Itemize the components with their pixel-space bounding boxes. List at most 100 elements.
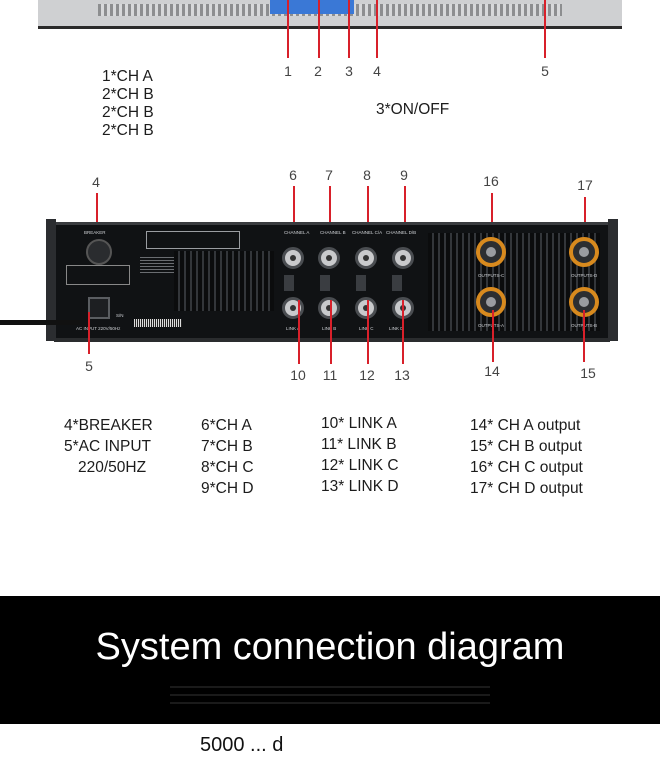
legend-voltage: 220/50HZ xyxy=(78,459,147,476)
ch-a-label: CHANNEL A xyxy=(284,230,310,235)
ch-db-label: CHANNEL D/B xyxy=(386,230,417,235)
leader-line-16 xyxy=(491,193,493,235)
speakon-output-c[interactable] xyxy=(476,237,506,267)
leader-line-2 xyxy=(318,0,320,58)
leader-line-12 xyxy=(367,300,369,364)
outputs-d-label: OUTPUTS-D xyxy=(571,273,598,278)
ac-input-label: AC INPUT 220V/50Hz xyxy=(76,326,121,331)
legend-ac-input: 5*AC INPUT xyxy=(64,438,151,455)
marker-1: 1 xyxy=(284,63,292,79)
leader-line-11 xyxy=(330,300,332,364)
note-ch-b-2: 2*CH B xyxy=(102,104,154,121)
note-on-off: 3*ON/OFF xyxy=(376,101,450,118)
xlr-input-ch-a[interactable] xyxy=(282,247,304,269)
xlr-link-c[interactable] xyxy=(355,297,377,319)
marker-12: 12 xyxy=(359,367,375,383)
xlr-link-a[interactable] xyxy=(282,297,304,319)
power-cable xyxy=(0,320,80,325)
marker-16: 16 xyxy=(483,173,499,189)
legend-link-c: 12* LINK C xyxy=(321,457,399,474)
banner-fine-print-1 xyxy=(170,686,490,688)
note-ch-b-1: 2*CH B xyxy=(102,86,154,103)
legend-ch-d: 9*CH D xyxy=(201,480,254,497)
leader-line-7 xyxy=(329,186,331,234)
spec-table xyxy=(146,231,240,249)
marker-9: 9 xyxy=(400,167,408,183)
marker-4-breaker: 4 xyxy=(92,174,100,190)
mode-switches xyxy=(284,275,424,291)
legend-ch-b-output: 15* CH B output xyxy=(470,438,583,455)
leader-line-3 xyxy=(348,0,350,58)
legend-link-a: 10* LINK A xyxy=(321,415,397,432)
ac-inlet xyxy=(88,297,110,319)
link-b-label: LINK B xyxy=(322,326,337,331)
leader-line-13 xyxy=(402,300,404,364)
link-a-label: LINK A xyxy=(286,326,301,331)
legend-ch-a: 6*CH A xyxy=(201,417,252,434)
xlr-link-b[interactable] xyxy=(318,297,340,319)
xlr-input-ch-d[interactable] xyxy=(392,247,414,269)
left-vent xyxy=(174,251,274,311)
outputs-c-label: OUTPUTS-C xyxy=(478,273,505,278)
section-banner: System connection diagram xyxy=(0,596,660,724)
leader-line-10 xyxy=(298,300,300,364)
rack-ear-left xyxy=(46,219,56,341)
link-c-label: LINK C xyxy=(359,326,374,331)
marker-5: 5 xyxy=(541,63,549,79)
legend-ch-c-output: 16* CH C output xyxy=(470,459,583,476)
marker-8: 8 xyxy=(363,167,371,183)
breaker-knob xyxy=(86,239,112,265)
ch-ca-label: CHANNEL C/A xyxy=(352,230,383,235)
leader-line-8 xyxy=(367,186,369,234)
leader-line-5-ac xyxy=(88,312,90,354)
legend-link-b: 11* LINK B xyxy=(321,436,397,453)
marker-7: 7 xyxy=(325,167,333,183)
marker-2: 2 xyxy=(314,63,322,79)
display-screen xyxy=(270,0,354,14)
marker-3: 3 xyxy=(345,63,353,79)
speakon-output-d[interactable] xyxy=(569,237,599,267)
marker-5-ac: 5 xyxy=(85,358,93,374)
legend-breaker: 4*BREAKER xyxy=(64,417,153,434)
front-panel-amplifier xyxy=(38,0,622,29)
banner-fine-print-2 xyxy=(170,694,490,696)
note-ch-b-3: 2*CH B xyxy=(102,122,154,139)
marker-14: 14 xyxy=(484,363,500,379)
legend-ch-c: 8*CH C xyxy=(201,459,254,476)
xlr-input-ch-b[interactable] xyxy=(318,247,340,269)
marker-6: 6 xyxy=(289,167,297,183)
leader-line-17 xyxy=(584,197,586,235)
legend-ch-a-output: 14* CH A output xyxy=(470,417,581,434)
legend-link-d: 13* LINK D xyxy=(321,478,399,495)
legend-ch-d-output: 17* CH D output xyxy=(470,480,583,497)
banner-fine-print-3 xyxy=(170,702,490,704)
rack-ear-right xyxy=(608,219,618,341)
leader-line-1 xyxy=(287,0,289,58)
speakon-output-a[interactable] xyxy=(476,287,506,317)
leader-line-5 xyxy=(544,0,546,58)
warning-panel xyxy=(66,265,130,285)
banner-title: System connection diagram xyxy=(95,626,565,668)
xlr-input-ch-c[interactable] xyxy=(355,247,377,269)
marker-11: 11 xyxy=(322,367,338,383)
marker-13: 13 xyxy=(394,367,410,383)
leader-line-14 xyxy=(492,310,494,362)
link-d-label: LINK D xyxy=(389,326,404,331)
serial-label: S/N xyxy=(116,313,124,318)
leader-line-4 xyxy=(376,0,378,58)
rear-panel-amplifier: BREAKER AC INPUT 220V/50Hz S/N CHANNEL A… xyxy=(46,219,618,342)
leader-line-9 xyxy=(404,186,406,234)
marker-17: 17 xyxy=(577,177,593,193)
leader-line-6 xyxy=(293,186,295,234)
marker-15: 15 xyxy=(580,365,596,381)
leader-line-15 xyxy=(583,310,585,362)
ch-b-label: CHANNEL B xyxy=(320,230,346,235)
marker-10: 10 xyxy=(290,367,306,383)
outputs-a-label: OUTPUTS-A xyxy=(478,323,505,328)
marker-4: 4 xyxy=(373,63,381,79)
leader-line-4-breaker xyxy=(96,193,98,233)
note-ch-a: 1*CH A xyxy=(102,68,153,85)
breaker-label: BREAKER xyxy=(84,230,106,235)
legend-ch-b: 7*CH B xyxy=(201,438,253,455)
barcode xyxy=(134,319,182,327)
